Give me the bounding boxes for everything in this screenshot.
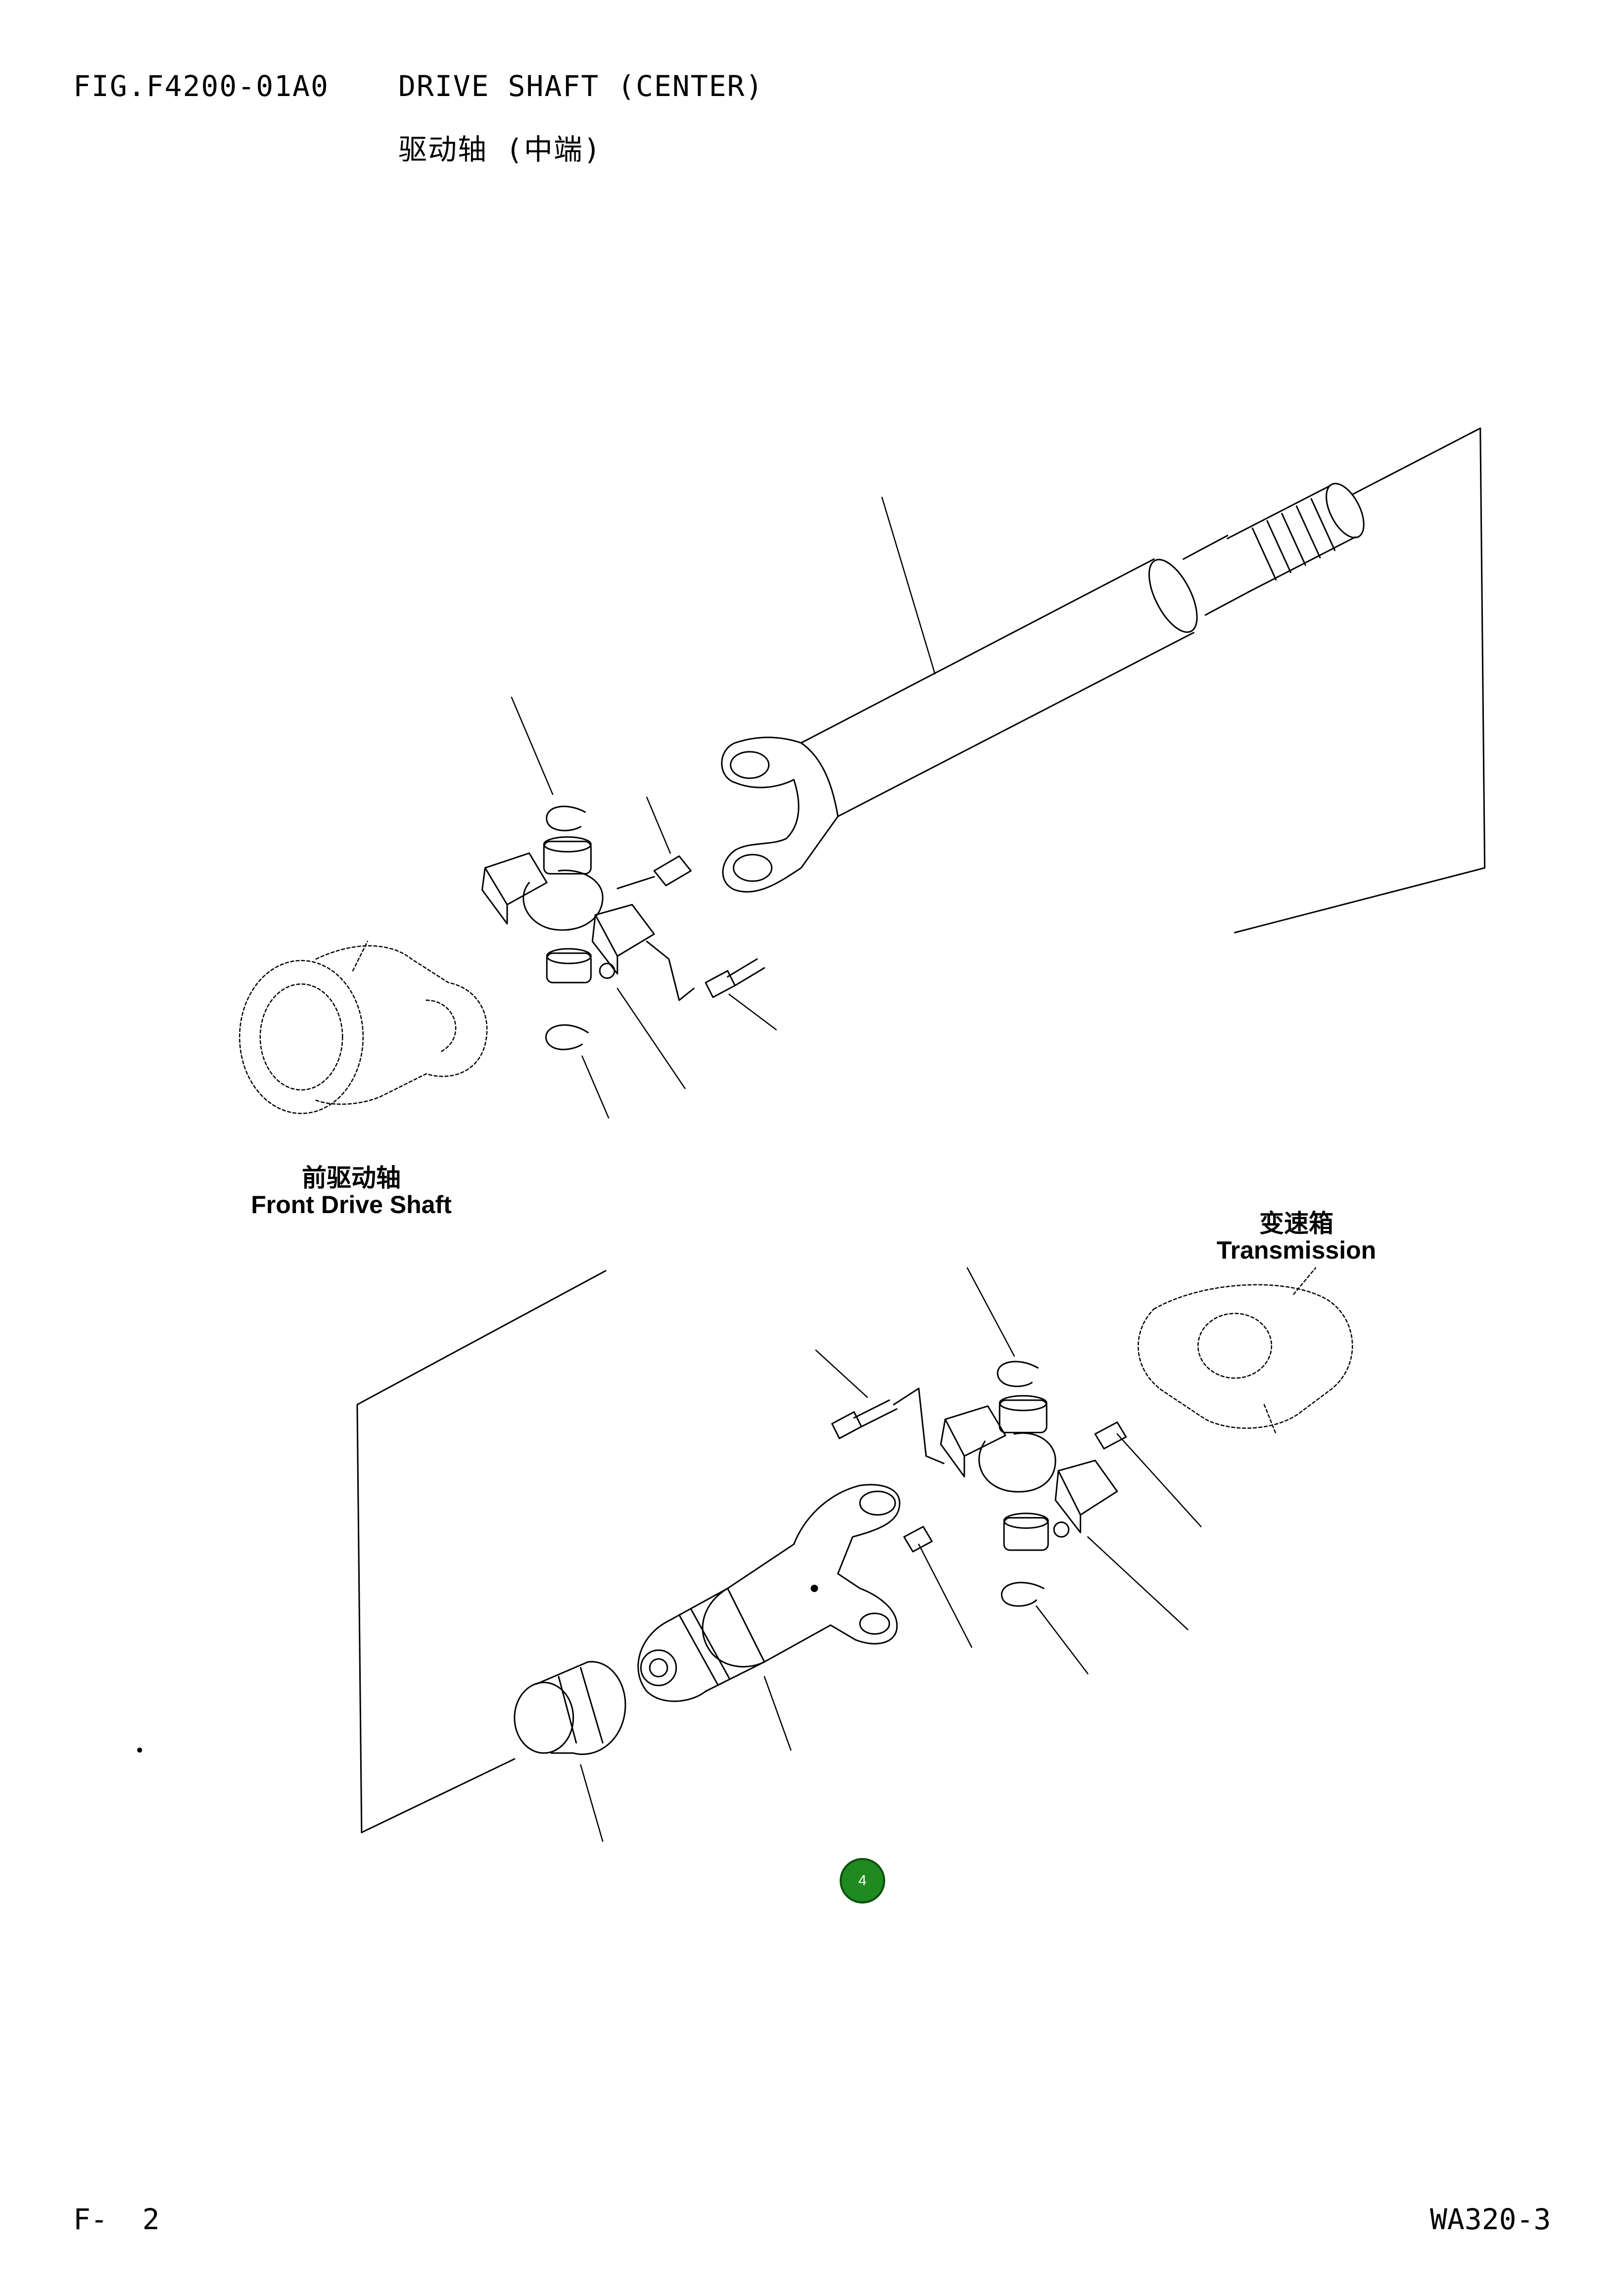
callout-marker[interactable]: 4 [840, 1858, 885, 1904]
front-drive-shaft-label-en: Front Drive Shaft [251, 1191, 452, 1219]
stray-dot [138, 1749, 142, 1752]
lower-grease-fitting-yoke [904, 1527, 932, 1552]
figure-title-en: DRIVE SHAFT (CENTER) [398, 69, 764, 103]
upper-snap-ring-bottom [546, 1025, 588, 1049]
transmission-outline [1138, 1268, 1352, 1434]
model-number: WA320-3 [1430, 2202, 1551, 2236]
lower-spider-cross [941, 1396, 1117, 1550]
upper-spider-cross [482, 837, 654, 982]
lower-grease-fitting-right [1095, 1422, 1126, 1449]
upper-boundary-lines [1235, 428, 1485, 932]
lower-snap-ring-top [998, 1362, 1038, 1386]
transmission-label-cn: 变速箱 [1259, 1210, 1333, 1237]
upper-grease-fitting [618, 856, 691, 888]
lower-bolt [832, 1400, 897, 1438]
upper-snap-ring-top [547, 806, 585, 830]
lower-boundary-lines [357, 1271, 606, 1833]
upper-bolt [706, 959, 764, 997]
drive-shaft-tube [801, 478, 1372, 816]
stray-dot [811, 1585, 817, 1591]
lower-leader-lines [581, 1268, 1201, 1842]
lower-dust-sleeve [515, 1661, 625, 1754]
figure-code: FIG.F4200-01A0 [73, 69, 329, 103]
lower-bolt-guide [894, 1388, 944, 1464]
front-drive-shaft-outline [239, 941, 487, 1114]
transmission-label-en: Transmission [1216, 1236, 1377, 1264]
front-drive-shaft-label-cn: 前驱动轴 [302, 1164, 401, 1192]
page-number: F- 2 [73, 2202, 160, 2236]
upper-bolt-guide [647, 941, 694, 1000]
upper-leader-lines [512, 497, 935, 1118]
lower-snap-ring-bottom [1001, 1583, 1044, 1606]
figure-title-cn: 驱动轴 (中端) [398, 133, 602, 166]
lower-yoke-shaft [638, 1485, 900, 1702]
upper-yoke [722, 737, 838, 892]
